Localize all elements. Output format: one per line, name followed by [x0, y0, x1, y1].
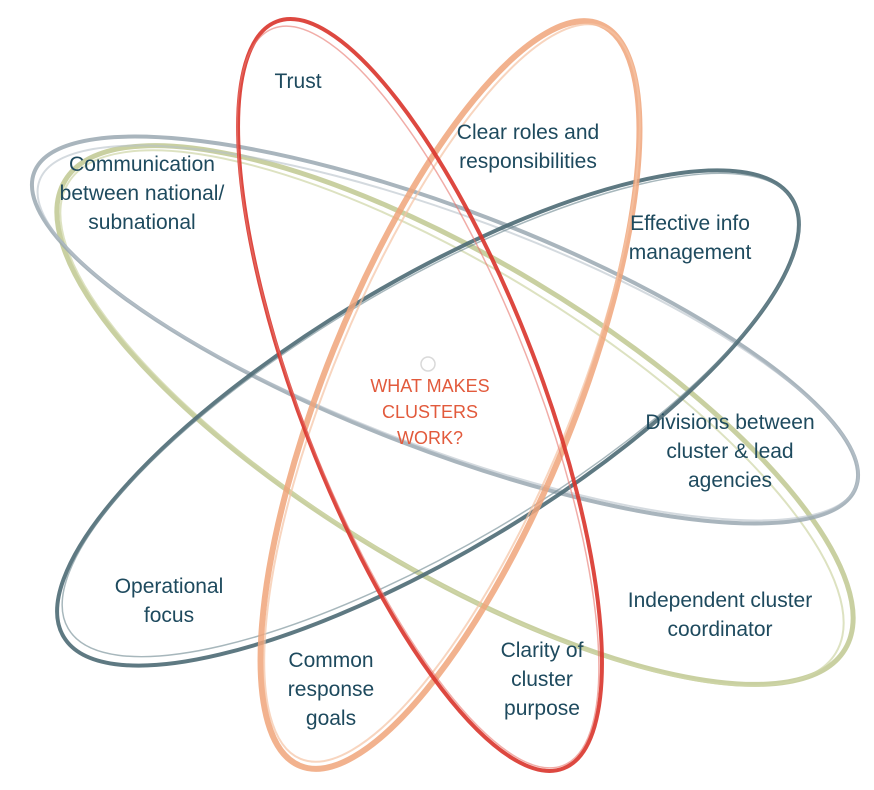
center-question: WHAT MAKES CLUSTERS WORK?	[370, 373, 489, 451]
nucleus-icon	[420, 356, 436, 372]
label-line: Clarity of	[500, 639, 584, 662]
center-line: WHAT MAKES	[370, 376, 490, 396]
label-clear-roles: Clear roles and responsibilities	[457, 118, 599, 176]
label-info-management: Effective info management	[629, 209, 752, 267]
label-line: focus	[143, 604, 195, 627]
label-line: response	[287, 678, 375, 701]
label-operational-focus: Operational focus	[115, 572, 224, 630]
label-line: subnational	[88, 211, 196, 234]
label-line: cluster & lead	[666, 440, 794, 463]
center-line: CLUSTERS	[381, 402, 479, 422]
green-orbit	[54, 143, 856, 687]
label-line: agencies	[687, 469, 773, 492]
label-trust: Trust	[274, 67, 321, 96]
label-line: responsibilities	[459, 150, 597, 173]
center-line: WORK?	[396, 428, 464, 448]
label-line: purpose	[504, 697, 580, 720]
label-line: Effective info	[630, 212, 750, 235]
gray-orbit	[29, 134, 861, 526]
label-common-goals: Common response goals	[288, 646, 374, 733]
label-line: goals	[305, 707, 357, 730]
label-line: Operational	[114, 575, 224, 598]
label-clarity-purpose: Clarity of cluster purpose	[501, 636, 584, 723]
label-communication: Communication between national/ subnatio…	[60, 150, 225, 237]
label-line: between national/	[59, 182, 225, 205]
label-line: Independent cluster	[627, 589, 813, 612]
label-line: cluster	[511, 668, 573, 691]
teal-orbit	[55, 168, 801, 668]
label-line: Divisions between	[645, 411, 815, 434]
label-line: Clear roles and	[456, 121, 600, 144]
label-divisions: Divisions between cluster & lead agencie…	[645, 408, 814, 495]
label-line: coordinator	[667, 618, 773, 641]
red-orbit	[236, 17, 604, 773]
label-line: management	[628, 241, 752, 264]
label-line: Common	[288, 649, 374, 672]
label-line: Trust	[274, 70, 322, 93]
label-line: Communication	[69, 153, 215, 176]
label-independent-coordinator: Independent cluster coordinator	[628, 586, 812, 644]
